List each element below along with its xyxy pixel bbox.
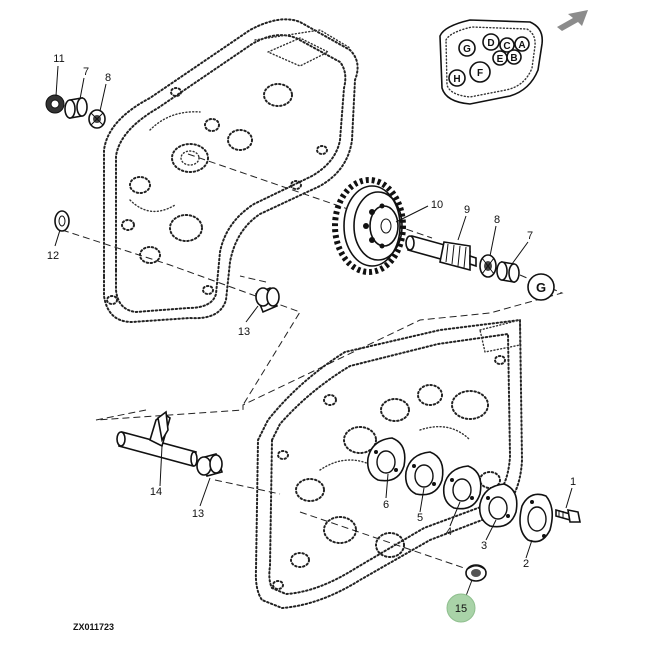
callout-15-highlight: 15 bbox=[446, 593, 476, 623]
part-11-seal bbox=[45, 94, 65, 114]
part-1-bolt bbox=[555, 508, 581, 523]
location-letter-b: B bbox=[506, 49, 522, 65]
callout-2: 2 bbox=[523, 558, 529, 570]
svg-text:A: A bbox=[518, 40, 525, 51]
part-9-shaft bbox=[405, 235, 477, 272]
part-15-bearing bbox=[465, 564, 487, 582]
part-7-mid-spacer bbox=[496, 261, 520, 283]
callout-3: 3 bbox=[481, 540, 487, 552]
location-letter-d: D bbox=[482, 33, 500, 51]
part-3-gasket bbox=[478, 483, 518, 528]
svg-text:F: F bbox=[477, 68, 483, 79]
part-12-washer bbox=[54, 210, 70, 232]
callout-9: 9 bbox=[464, 204, 470, 216]
lower-housing bbox=[254, 318, 524, 610]
part-2-cover bbox=[519, 493, 554, 543]
svg-text:G: G bbox=[536, 280, 546, 295]
location-letter-h: H bbox=[448, 69, 466, 87]
view-g-marker: G bbox=[527, 273, 555, 301]
part-8-mid-bearing bbox=[479, 254, 497, 278]
part-13-top-bushing bbox=[254, 286, 280, 314]
svg-text:D: D bbox=[487, 38, 494, 49]
part-10-gear bbox=[332, 177, 406, 275]
svg-text:G: G bbox=[463, 44, 471, 55]
part-5-gasket bbox=[404, 451, 444, 496]
location-view: G D C A E B H F bbox=[439, 10, 588, 105]
svg-text:B: B bbox=[510, 53, 517, 64]
callout-labels: 11 7 8 12 13 10 9 8 7 14 13 6 5 4 3 2 1 bbox=[47, 53, 576, 570]
callout-8-top: 8 bbox=[105, 72, 111, 84]
svg-text:C: C bbox=[503, 41, 510, 52]
callout-7-mid: 7 bbox=[527, 230, 533, 242]
location-letter-e: E bbox=[492, 50, 508, 66]
callout-14: 14 bbox=[150, 486, 162, 498]
callout-6: 6 bbox=[383, 499, 389, 511]
callout-5: 5 bbox=[417, 512, 423, 524]
part-4-gasket bbox=[442, 465, 482, 510]
location-letter-f: F bbox=[469, 61, 491, 83]
callout-1: 1 bbox=[570, 476, 576, 488]
figure-code: ZX011723 bbox=[73, 622, 114, 632]
callout-11-top: 11 bbox=[53, 53, 64, 65]
callout-13-bottom: 13 bbox=[192, 508, 204, 520]
part-14-shift-shaft bbox=[116, 410, 198, 467]
callout-13-top: 13 bbox=[238, 326, 250, 338]
part-13-bottom-bushing bbox=[196, 453, 224, 477]
callout-12: 12 bbox=[47, 250, 59, 262]
svg-text:H: H bbox=[453, 74, 460, 85]
svg-text:15: 15 bbox=[455, 603, 467, 615]
part-6-gasket bbox=[366, 437, 406, 482]
part-8-top-bearing bbox=[88, 109, 106, 129]
location-letter-g: G bbox=[458, 39, 476, 57]
location-letter-a: A bbox=[514, 36, 530, 52]
svg-text:E: E bbox=[497, 54, 504, 65]
upper-housing-cover bbox=[103, 18, 359, 324]
view-direction-arrow-icon bbox=[557, 10, 588, 31]
callout-4: 4 bbox=[446, 526, 452, 538]
location-letter-c: C bbox=[499, 37, 515, 53]
leader-lines bbox=[54, 65, 573, 597]
callout-10: 10 bbox=[431, 199, 443, 211]
callout-8-mid: 8 bbox=[494, 214, 500, 226]
part-7-top-spacer bbox=[64, 97, 88, 119]
callout-7-top: 7 bbox=[83, 66, 89, 78]
